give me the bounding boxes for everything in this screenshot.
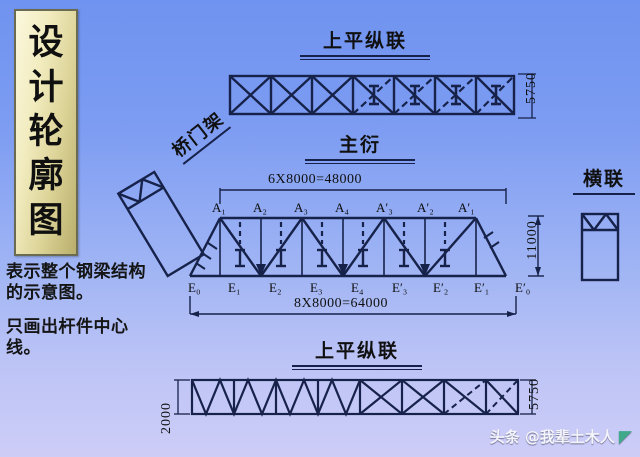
main-truss-top-dimension: 6X8000=48000: [268, 172, 363, 187]
cross-frame-outline: [580, 212, 620, 282]
truss-node-a2: A₂: [253, 200, 267, 215]
top-plan-bracing-label: 上平纵联: [300, 26, 430, 60]
logo-mark-icon: ◤: [618, 426, 632, 447]
cross-frame-diagram: [580, 212, 620, 282]
bottom-bracing-outline: [190, 378, 520, 416]
title-banner: 设 计 轮 廓 图: [14, 9, 78, 256]
portal-frame-outline: [116, 170, 206, 278]
truss-node-a4: A₄: [335, 200, 349, 215]
bottom-bracing-width-dimension-line: [174, 379, 190, 415]
label-underline-2: [300, 59, 430, 60]
top-bracing-outline: [228, 74, 516, 116]
truss-node-e1p: E′₁: [474, 280, 490, 295]
truss-node-a3: A₃: [294, 200, 308, 215]
bottom-plan-bracing-label: 上平纵联: [292, 336, 422, 370]
truss-node-e0: E₀: [188, 280, 201, 295]
bottom-bracing-width-dimension: 2000: [159, 402, 174, 434]
title-char-1: 设: [28, 23, 64, 64]
title-char-4: 廓: [28, 156, 64, 197]
main-truss-bottom-dimension: 8X8000=64000: [294, 296, 389, 311]
watermark: 头条 @我辈土木人 ◤: [490, 426, 632, 447]
bottom-plan-bracing-diagram: [190, 377, 520, 417]
label-underline: [292, 365, 422, 367]
bottom-bracing-height-dimension-line: [520, 379, 536, 415]
truss-node-e1: E₁: [228, 280, 241, 295]
label-underline: [300, 55, 430, 57]
truss-node-e2: E₂: [269, 280, 282, 295]
main-truss-label: 主衍: [305, 130, 415, 164]
title-char-2: 计: [28, 67, 64, 108]
description-paragraph-2: 只画出杆件中心线。: [6, 316, 129, 359]
description-text: 表示整个钢梁结构的示意图。 只画出杆件中心线。: [6, 262, 146, 372]
portal-frame-diagram: [116, 170, 206, 278]
top-bracing-dimension-lines: [518, 73, 536, 119]
truss-node-a3p: A′₃: [376, 200, 393, 215]
truss-node-a1p: A′₁: [458, 200, 475, 215]
truss-node-e3p: E′₃: [392, 280, 408, 295]
top-plan-bracing-diagram: [228, 74, 516, 116]
top-bracing-height-dimension: 5750: [524, 72, 539, 104]
bottom-bracing-height-dimension: 5750: [527, 378, 542, 410]
truss-node-e4: E₄: [351, 280, 364, 295]
label-underline-2: [292, 369, 422, 370]
truss-node-e3: E₃: [310, 280, 323, 295]
truss-node-e2p: E′₂: [433, 280, 449, 295]
truss-node-a2p: A′₂: [417, 200, 434, 215]
truss-node-e0p: E′₀: [515, 280, 531, 295]
watermark-text: 头条 @我辈土木人: [489, 428, 615, 446]
label-underline: [305, 159, 415, 161]
main-truss-diagram: [188, 216, 508, 278]
main-truss-top-dimension-line: [219, 188, 507, 204]
label-underline: [573, 193, 635, 195]
truss-node-a1: A₁: [212, 200, 226, 215]
description-paragraph-1: 表示整个钢梁结构的示意图。: [6, 262, 146, 304]
label-underline-2: [305, 163, 415, 164]
title-char-3: 轮: [28, 111, 64, 152]
main-truss-height-dimension-line: [528, 215, 544, 277]
title-char-5: 图: [28, 200, 64, 241]
cross-frame-label: 横联: [573, 164, 635, 195]
portal-frame-label: 桥门架: [166, 108, 232, 171]
main-truss-bottom-dimension-line: [189, 296, 517, 317]
main-truss-height-dimension: 11000: [525, 220, 540, 260]
